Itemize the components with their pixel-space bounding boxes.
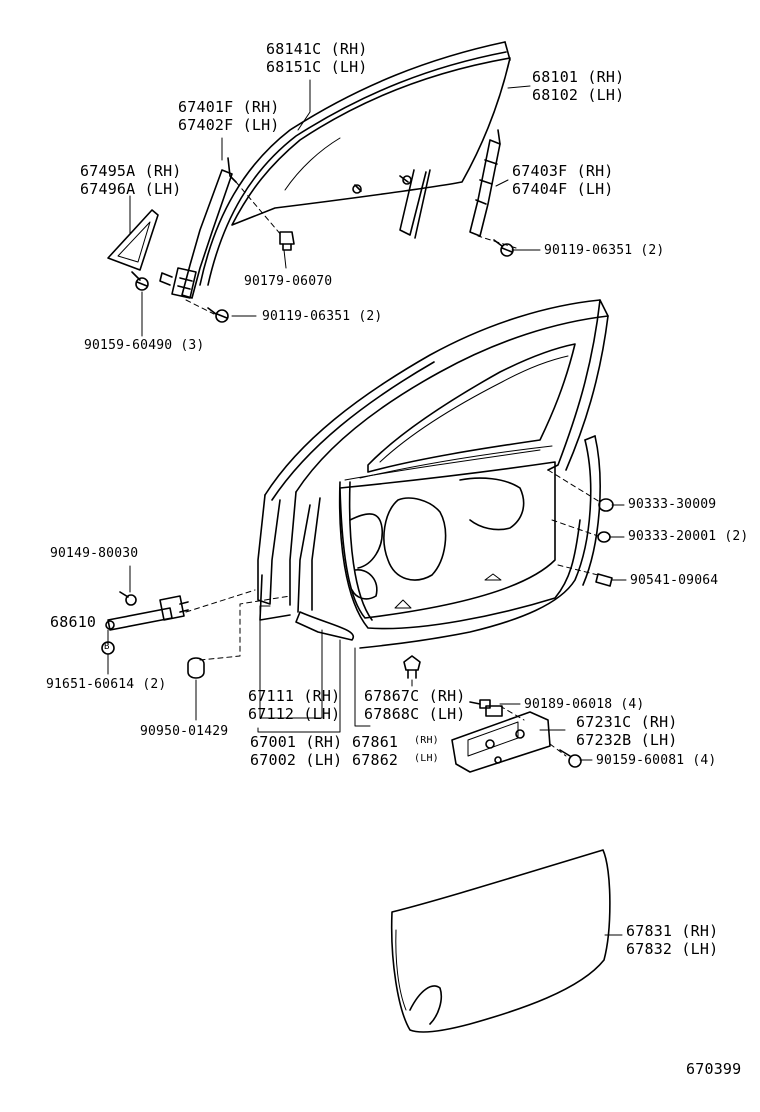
label-90159-60490: 90159-60490 (3) <box>84 338 205 353</box>
label-b-mark: B <box>104 642 110 652</box>
label-67112: 67112 (LH) <box>248 705 341 723</box>
door-glass-68101 <box>231 57 511 239</box>
label-67867c: 67867C (RH) <box>364 687 466 705</box>
label-67832: 67832 (LH) <box>626 940 719 958</box>
label-67862: 67862 <box>352 751 399 769</box>
label-67403f: 67403F (RH) <box>512 162 614 180</box>
label-90333-20001: 90333-20001 (2) <box>628 529 749 544</box>
opening-weatherstrip-67867c <box>359 435 601 649</box>
hinge-67231c <box>451 705 551 773</box>
plug-90333-20001 <box>597 531 611 543</box>
label-67232b: 67232B (LH) <box>576 731 678 749</box>
label-91651-60614: 91651-60614 (2) <box>46 677 167 692</box>
bolt-90149 <box>119 591 137 606</box>
label-67496a: 67496A (LH) <box>80 180 182 198</box>
label-67231c: 67231C (RH) <box>576 713 678 731</box>
label-67495a: 67495A (RH) <box>80 162 182 180</box>
door-check-68610 <box>105 595 189 631</box>
clip-90179 <box>279 231 295 251</box>
label-67862-lh: (LH) <box>414 753 439 764</box>
weatherstrip-67861 <box>338 449 581 630</box>
diagram-code: 670399 <box>686 1060 742 1078</box>
label-67111: 67111 (RH) <box>248 687 341 705</box>
label-90179-06070: 90179-06070 <box>244 274 333 289</box>
front-frame-67401f <box>159 157 237 299</box>
label-67001: 67001 (RH) <box>250 733 343 751</box>
rear-frame-67403f <box>469 129 501 237</box>
clip-67867c <box>403 655 421 679</box>
label-68141c: 68141C (RH) <box>266 40 368 58</box>
label-90333-30009: 90333-30009 <box>628 497 717 512</box>
label-90189-06018: 90189-06018 (4) <box>524 697 645 712</box>
bolt-90189 <box>469 699 491 709</box>
label-67401f: 67401F (RH) <box>178 98 280 116</box>
label-67002: 67002 (LH) <box>250 751 343 769</box>
label-67861-rh: (RH) <box>414 735 439 746</box>
label-68101: 68101 (RH) <box>532 68 625 86</box>
cushion-90541 <box>595 573 613 587</box>
label-67402f: 67402F (LH) <box>178 116 280 134</box>
label-68102: 68102 (LH) <box>532 86 625 104</box>
label-90119-06351-middle: 90119-06351 (2) <box>262 309 383 324</box>
screw-90119-middle <box>207 307 229 323</box>
door-panel-67001 <box>257 299 609 641</box>
label-90119-06351-upper: 90119-06351 (2) <box>544 243 665 258</box>
plug-90333-30009 <box>598 498 614 512</box>
label-90950-01429: 90950-01429 <box>140 724 229 739</box>
glass-run-68141c <box>199 41 511 286</box>
label-67861: 67861 <box>352 733 399 751</box>
door-trim-67831 <box>390 849 611 1033</box>
label-67868c: 67868C (LH) <box>364 705 466 723</box>
corner-cover-67495a <box>107 209 159 271</box>
leader-lines <box>107 79 627 936</box>
label-68610: 68610 <box>50 613 97 631</box>
label-90159-60081: 90159-60081 (4) <box>596 753 717 768</box>
label-67831: 67831 (RH) <box>626 922 719 940</box>
label-67404f: 67404F (LH) <box>512 180 614 198</box>
dashed-guides <box>107 181 601 757</box>
screw-90159-60490 <box>131 271 149 291</box>
label-68151c: 68151C (LH) <box>266 58 368 76</box>
label-90541-09064: 90541-09064 <box>630 573 719 588</box>
bolt-90159-60081 <box>559 749 582 768</box>
label-90149-80030: 90149-80030 <box>50 546 139 561</box>
grommet-90950 <box>187 657 205 679</box>
